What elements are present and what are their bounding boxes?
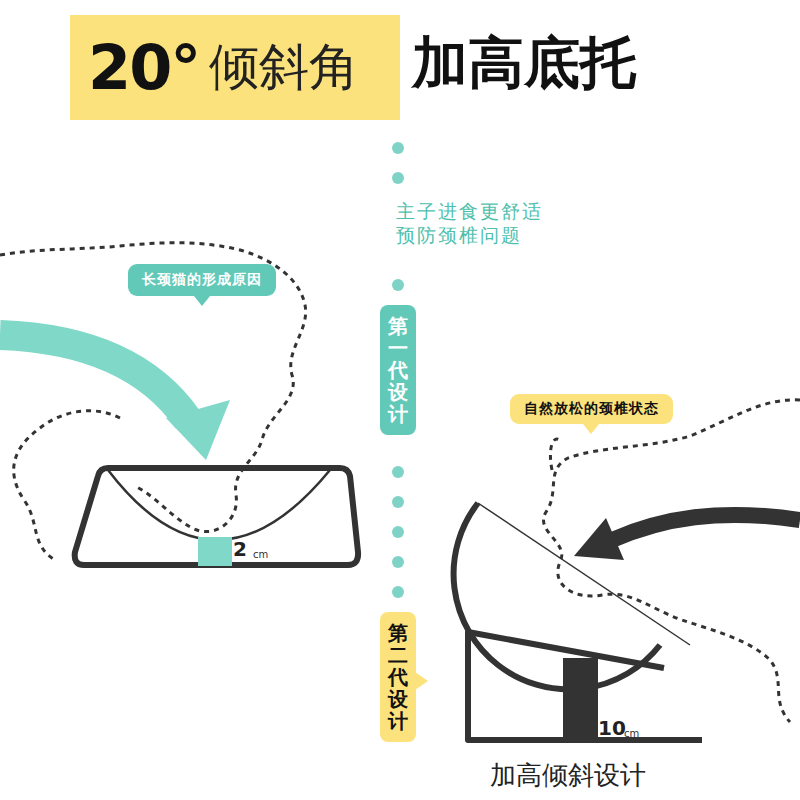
dot <box>392 586 404 598</box>
dot <box>392 496 404 508</box>
bowl-rim <box>478 503 690 645</box>
generation-tag: 第一代设计 <box>380 305 416 435</box>
low-base <box>198 537 232 566</box>
node-text: 长颈猫的形成原因 <box>142 271 262 289</box>
dot <box>392 142 404 154</box>
bubble-pointer <box>583 424 599 434</box>
bowl-inner <box>108 470 330 540</box>
heading: 加高底托 <box>412 26 636 102</box>
dimension-unit: cm <box>253 549 268 562</box>
node-text: 第一代设计 <box>388 315 408 425</box>
cat-outline <box>0 243 306 560</box>
caption: 加高倾斜设计 <box>490 758 646 793</box>
dot <box>392 556 404 568</box>
node-text: 倾斜角 <box>209 34 359 101</box>
node-text: 第二代设计 <box>388 622 408 732</box>
node-text: 自然放松的颈椎状态 <box>524 400 659 418</box>
dimension-unit: cm <box>624 728 639 741</box>
low-bowl <box>75 468 358 565</box>
teal-arrow <box>0 335 188 420</box>
arrowhead <box>166 400 230 460</box>
callout-bubble: 长颈猫的形成原因 <box>128 264 276 296</box>
dot <box>392 526 404 538</box>
dimension-number: 2 <box>233 537 247 562</box>
node-text: 20° <box>88 31 199 104</box>
dot <box>392 279 404 291</box>
dot <box>392 172 404 184</box>
callout-bubble: 自然放松的颈椎状态 <box>510 394 673 424</box>
pill-pointer <box>415 672 428 690</box>
stand-column <box>563 658 598 740</box>
black-arrow <box>612 515 800 540</box>
raised-stand <box>468 632 702 740</box>
benefit-note: 主子进食更舒适 预防颈椎问题 <box>396 200 566 248</box>
arrowhead <box>574 518 624 560</box>
bubble-pointer <box>194 296 210 306</box>
generation-tag: 第二代设计 <box>380 612 416 742</box>
dimension-number: 10 <box>598 716 626 741</box>
dot <box>392 466 404 478</box>
angle-band: 20°倾斜角 <box>70 15 400 120</box>
